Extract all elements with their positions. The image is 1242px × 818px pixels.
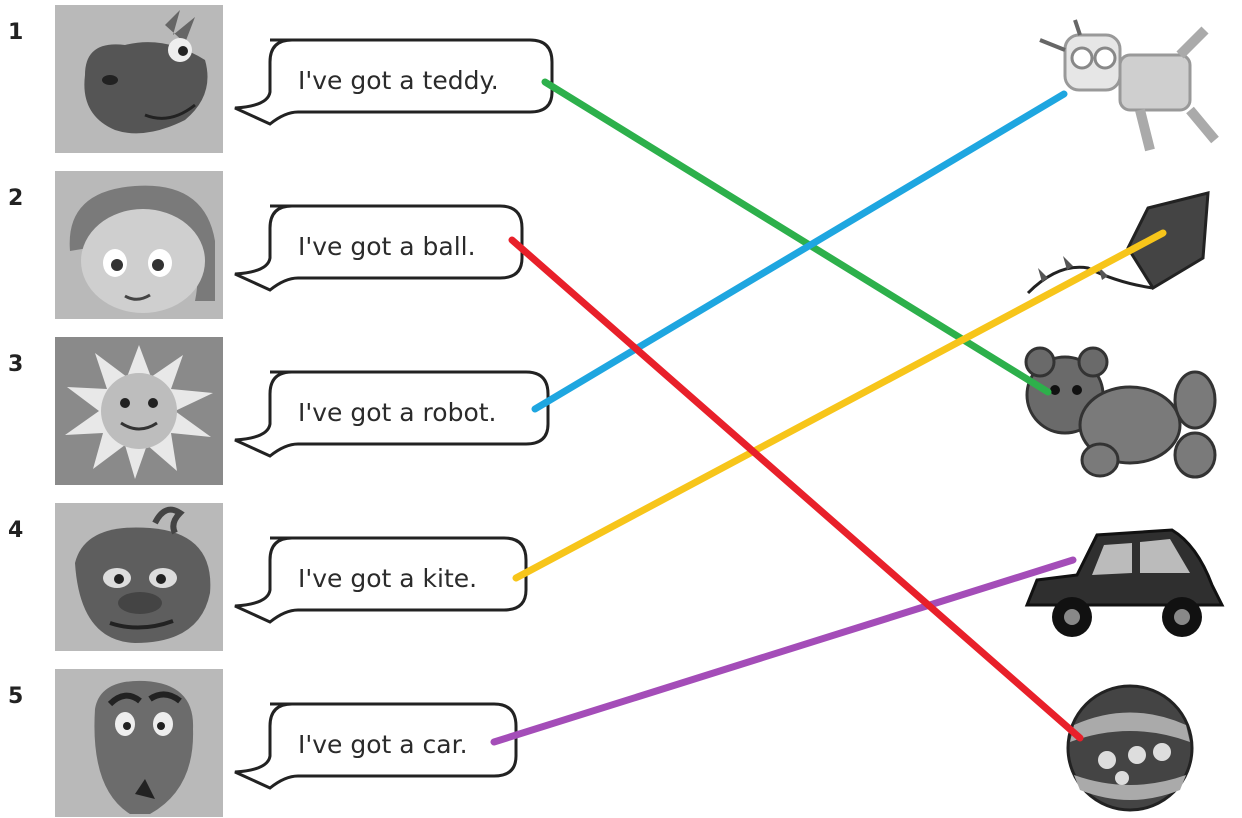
ogre-face-image	[55, 669, 223, 817]
match-line-teddy	[541, 78, 1052, 396]
car-toy-image	[1022, 525, 1227, 645]
sentence-robot: I've got a robot.	[298, 398, 497, 427]
speech-bubble-4: I've got a kite.	[230, 530, 560, 640]
match-line-ball	[508, 236, 1084, 742]
monster-face-image	[55, 503, 223, 651]
row-number-1: 1	[8, 20, 24, 45]
sentence-car: I've got a car.	[298, 730, 468, 759]
row-number-5: 5	[8, 684, 24, 709]
dragon-face-image	[55, 5, 223, 153]
sun-face-image	[55, 337, 223, 485]
match-line-robot	[531, 90, 1068, 413]
speech-bubble-5: I've got a car.	[230, 696, 560, 806]
robot-toy-image	[1020, 10, 1230, 160]
speech-bubble-1: I've got a teddy.	[230, 32, 560, 142]
girl-face-image	[55, 171, 223, 319]
row-number-3: 3	[8, 352, 24, 377]
teddy-toy-image	[1005, 340, 1220, 480]
speech-bubble-3: I've got a robot.	[230, 364, 560, 474]
sentence-teddy: I've got a teddy.	[298, 66, 499, 95]
sentence-kite: I've got a kite.	[298, 564, 478, 593]
kite-toy-image	[1018, 188, 1218, 308]
ball-toy-image	[1062, 680, 1197, 815]
match-line-car	[490, 556, 1077, 746]
row-number-2: 2	[8, 186, 24, 211]
row-number-4: 4	[8, 518, 24, 543]
sentence-ball: I've got a ball.	[298, 232, 476, 261]
speech-bubble-2: I've got a ball.	[230, 198, 560, 308]
